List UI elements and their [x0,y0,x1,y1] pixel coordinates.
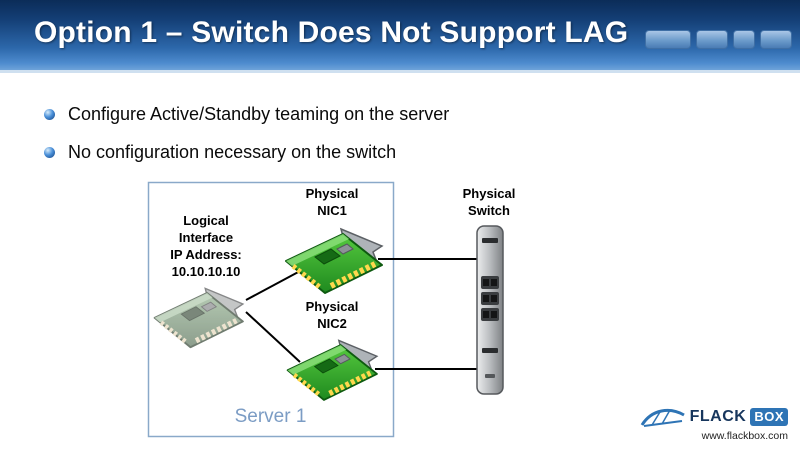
bullet-icon [44,147,55,158]
physical-nic1-label: Physical NIC1 [286,185,378,219]
server-box [147,181,395,438]
label-line: NIC1 [317,203,347,218]
connection-logical-nic1 [245,269,303,301]
flackbox-bridge-icon [640,408,685,427]
header-decor-blocks [645,30,792,49]
logical-interface-label: Logical Interface IP Address: 10.10.10.1… [150,212,262,280]
bullet-icon [44,109,55,120]
label-line: Physical [305,186,359,201]
bullet-text: No configuration necessary on the switch [68,142,397,162]
server-label: Server 1 [234,406,307,427]
decor-block [733,30,755,49]
page-title: Option 1 – Switch Does Not Support LAG [34,16,629,49]
physical-nic2-icon [288,340,377,400]
label-line: NIC2 [317,316,347,331]
bullet-text: Configure Active/Standby teaming on the … [68,104,450,124]
label-line: IP Address: [170,247,242,262]
brand-name-flack: FLACK [689,408,747,425]
decor-block [696,30,728,49]
decor-block [760,30,792,49]
brand-row: FLACK BOX [640,405,788,429]
label-line: Switch [468,203,510,218]
physical-switch-label: Physical Switch [441,185,537,219]
label-line: Physical [305,299,359,314]
label-line: 10.10.10.10 [171,264,241,279]
decor-block [645,30,691,49]
label-line: Interface [178,230,234,245]
footer-brand: FLACK BOX www.flackbox.com [640,405,788,442]
physical-switch-icon [476,225,504,395]
physical-nic2-label: Physical NIC2 [286,298,378,332]
bullet-item: Configure Active/Standby teaming on the … [44,104,449,125]
logical-nic-icon [155,288,243,347]
label-line: Physical [462,186,516,201]
slide-header: Option 1 – Switch Does Not Support LAG [0,0,800,73]
connection-logical-nic2 [245,311,301,363]
website-url: www.flackbox.com [701,430,788,442]
brand-name-box: BOX [750,408,788,426]
physical-nic1-icon [286,229,382,293]
label-line: Logical [183,213,229,228]
bullet-item: No configuration necessary on the switch [44,142,396,163]
